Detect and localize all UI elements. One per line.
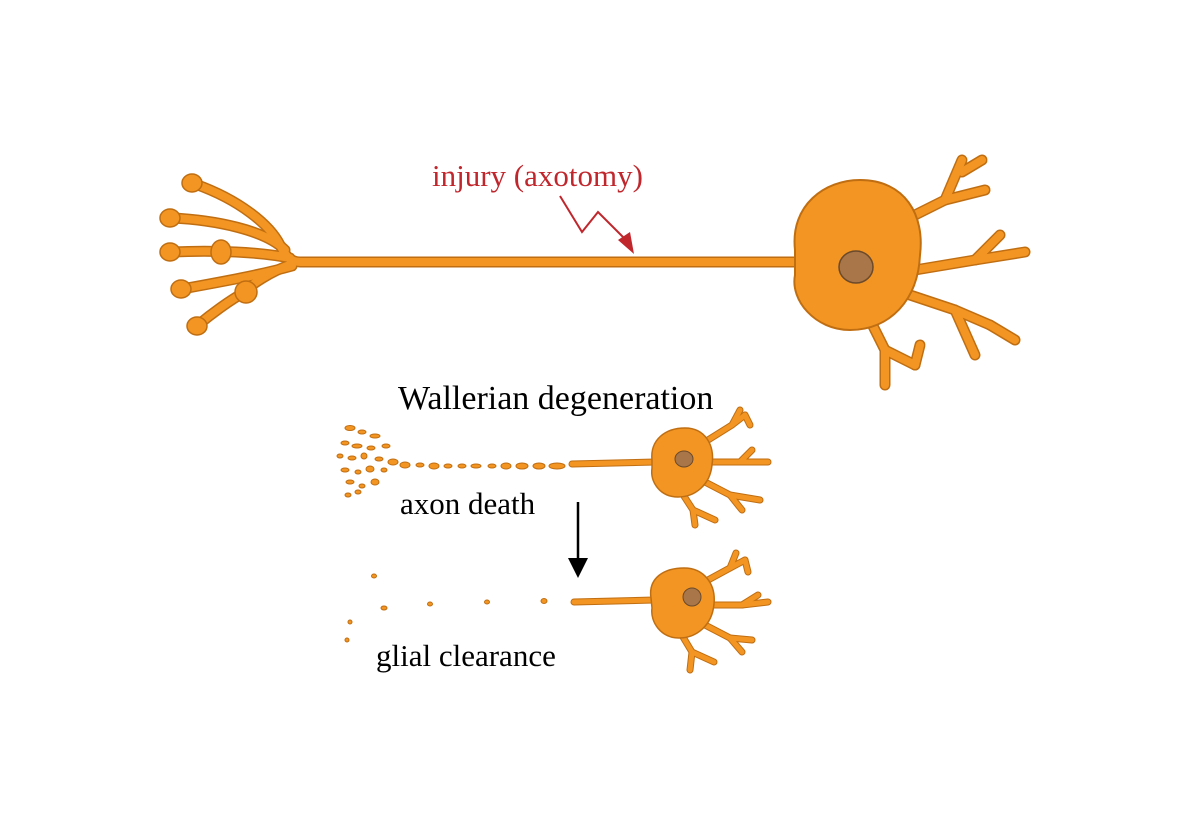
- axon-death-label: axon death: [400, 486, 536, 521]
- cell-body-bottom: [649, 567, 715, 639]
- proximal-axon: [568, 458, 659, 468]
- proximal-axon-bottom: [570, 596, 658, 606]
- axon-terminals: [166, 178, 801, 331]
- small-dendrites-bottom: [676, 549, 772, 674]
- remaining-debris: [344, 573, 548, 643]
- injury-label: injury (axotomy): [432, 158, 643, 193]
- wallerian-degeneration-label: Wallerian degeneration: [398, 380, 714, 417]
- lightning-bolt-arrow-icon: [559, 195, 634, 254]
- synaptic-boutons: [159, 173, 258, 336]
- cleared-neuron: [344, 549, 772, 674]
- small-dendrites: [676, 406, 772, 529]
- dendrites: [864, 154, 1031, 391]
- nucleus-small: [674, 450, 694, 468]
- glial-clearance-label: glial clearance: [376, 638, 556, 673]
- axon-fragments: [336, 425, 566, 498]
- degenerating-neuron: [336, 406, 772, 529]
- nucleus-bottom: [682, 587, 702, 607]
- down-arrow-icon: [568, 502, 588, 578]
- intact-neuron: [159, 154, 1031, 391]
- nucleus: [838, 250, 874, 284]
